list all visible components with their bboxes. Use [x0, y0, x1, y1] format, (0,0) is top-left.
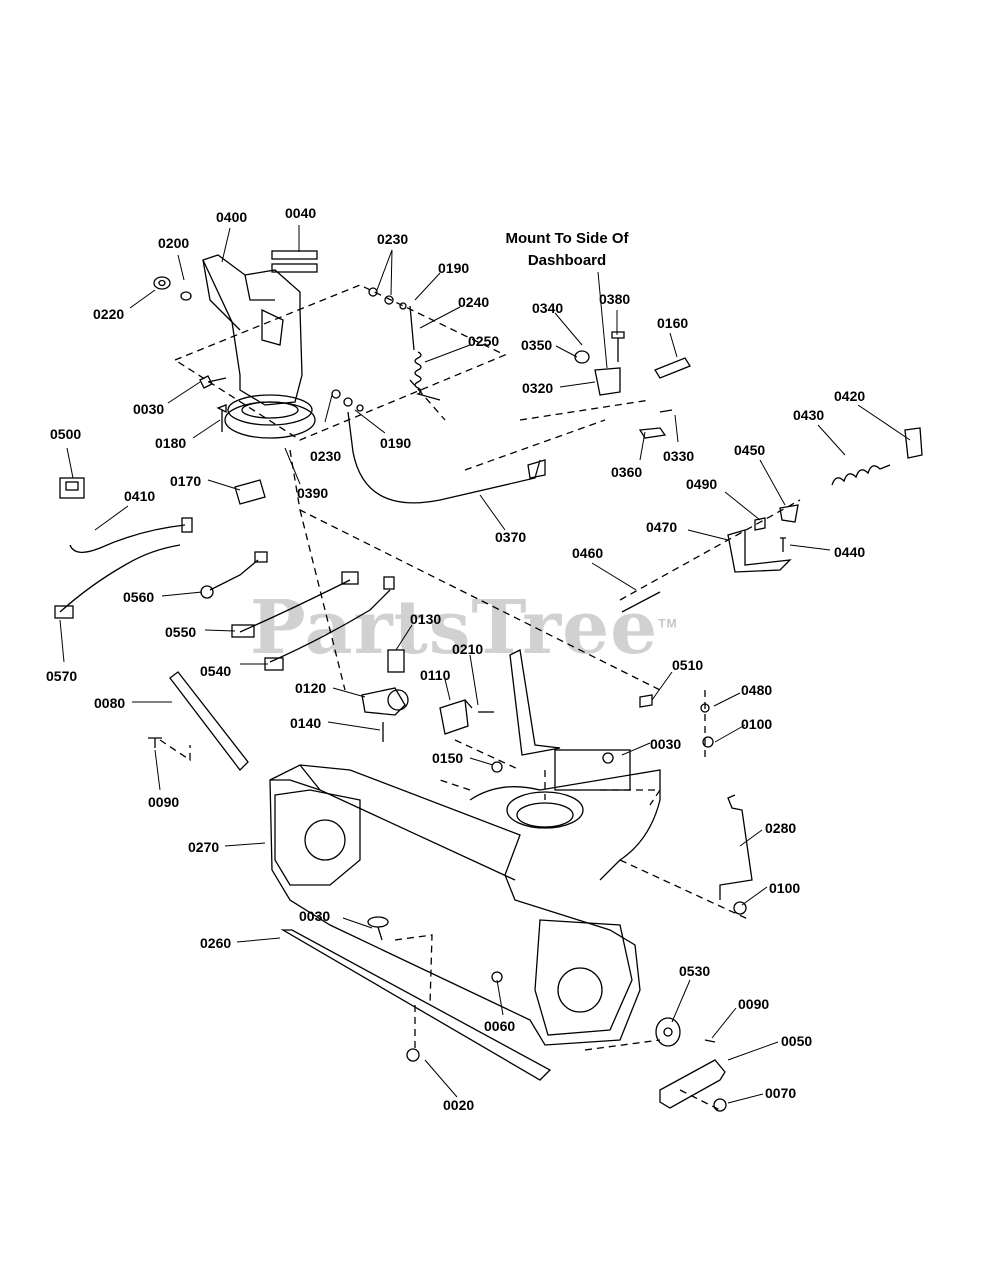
trademark-mark: TM [658, 616, 678, 631]
callout-label: 0480 [741, 682, 773, 698]
callout-label: 0350 [521, 337, 553, 353]
assembly-lines [159, 284, 801, 1111]
callout-label: 0080 [94, 695, 126, 711]
callout-label: 0100 [769, 880, 801, 896]
callout-label: 0140 [290, 715, 322, 731]
callout-label: 0430 [793, 407, 825, 423]
callout-label: 0100 [741, 716, 773, 732]
callout-label: 0420 [834, 388, 866, 404]
callout-label: 0440 [834, 544, 866, 560]
mounting-note-line1: Mount To Side Of [505, 230, 629, 247]
callout-label: 0220 [93, 306, 125, 322]
callout-label: 0060 [484, 1018, 516, 1034]
callout-label: 0210 [452, 641, 484, 657]
callout-label: 0260 [200, 935, 232, 951]
callout-label: 0200 [158, 235, 190, 251]
callout-label: 0470 [646, 519, 678, 535]
callout-label: 0180 [155, 435, 187, 451]
callout-label: 0020 [443, 1097, 475, 1113]
callout-label: 0150 [432, 750, 464, 766]
callout-label: 0510 [672, 657, 704, 673]
callout-label: 0030 [650, 736, 682, 752]
callout-label: 0130 [410, 611, 442, 627]
callout-label: 0270 [188, 839, 220, 855]
callout-label: 0170 [170, 473, 202, 489]
callout-label: 0240 [458, 294, 490, 310]
watermark: PartsTreeTM [250, 585, 678, 671]
callout-label: 0500 [50, 426, 82, 442]
mounting-note-line2: Dashboard [527, 252, 607, 269]
callout-label: 0560 [123, 589, 155, 605]
callout-label: 0400 [216, 209, 248, 225]
callout-label: 0390 [297, 485, 329, 501]
callout-label: 0190 [438, 260, 470, 276]
callout-label: 0540 [200, 663, 232, 679]
callout-label: 0380 [599, 291, 631, 307]
callout-label: 0360 [611, 464, 643, 480]
callout-label: 0230 [310, 448, 342, 464]
callout-label: 0340 [532, 300, 564, 316]
callout-label: 0030 [133, 401, 165, 417]
mounting-note: Mount To Side Of Dashboard [482, 228, 652, 272]
callout-label: 0050 [781, 1033, 813, 1049]
callout-label: 0250 [468, 333, 500, 349]
callout-label: 0160 [657, 315, 689, 331]
callout-label: 0550 [165, 624, 197, 640]
callout-label: 0460 [572, 545, 604, 561]
watermark-text: PartsTree [250, 585, 659, 671]
auger-housing-part [269, 749, 661, 1046]
callout-label: 0410 [124, 488, 156, 504]
callout-label: 0320 [522, 380, 554, 396]
leader-lines [59, 225, 911, 1104]
callout-label: 0280 [765, 820, 797, 836]
callout-label: 0330 [663, 448, 695, 464]
callout-label: 0030 [299, 908, 331, 924]
callout-label: 0370 [495, 529, 527, 545]
callout-label: 0490 [686, 476, 718, 492]
callout-label: 0530 [679, 963, 711, 979]
callout-label: 0040 [285, 205, 317, 221]
callout-label: 0070 [765, 1085, 797, 1101]
callout-label: 0120 [295, 680, 327, 696]
callout-label: 0090 [148, 794, 180, 810]
chute-part [202, 254, 316, 439]
callout-label: 0570 [46, 668, 78, 684]
callout-label: 0450 [734, 442, 766, 458]
callout-label: 0190 [380, 435, 412, 451]
callout-label: 0230 [377, 231, 409, 247]
callout-label: 0110 [420, 667, 451, 683]
callout-label: 0090 [738, 996, 770, 1012]
